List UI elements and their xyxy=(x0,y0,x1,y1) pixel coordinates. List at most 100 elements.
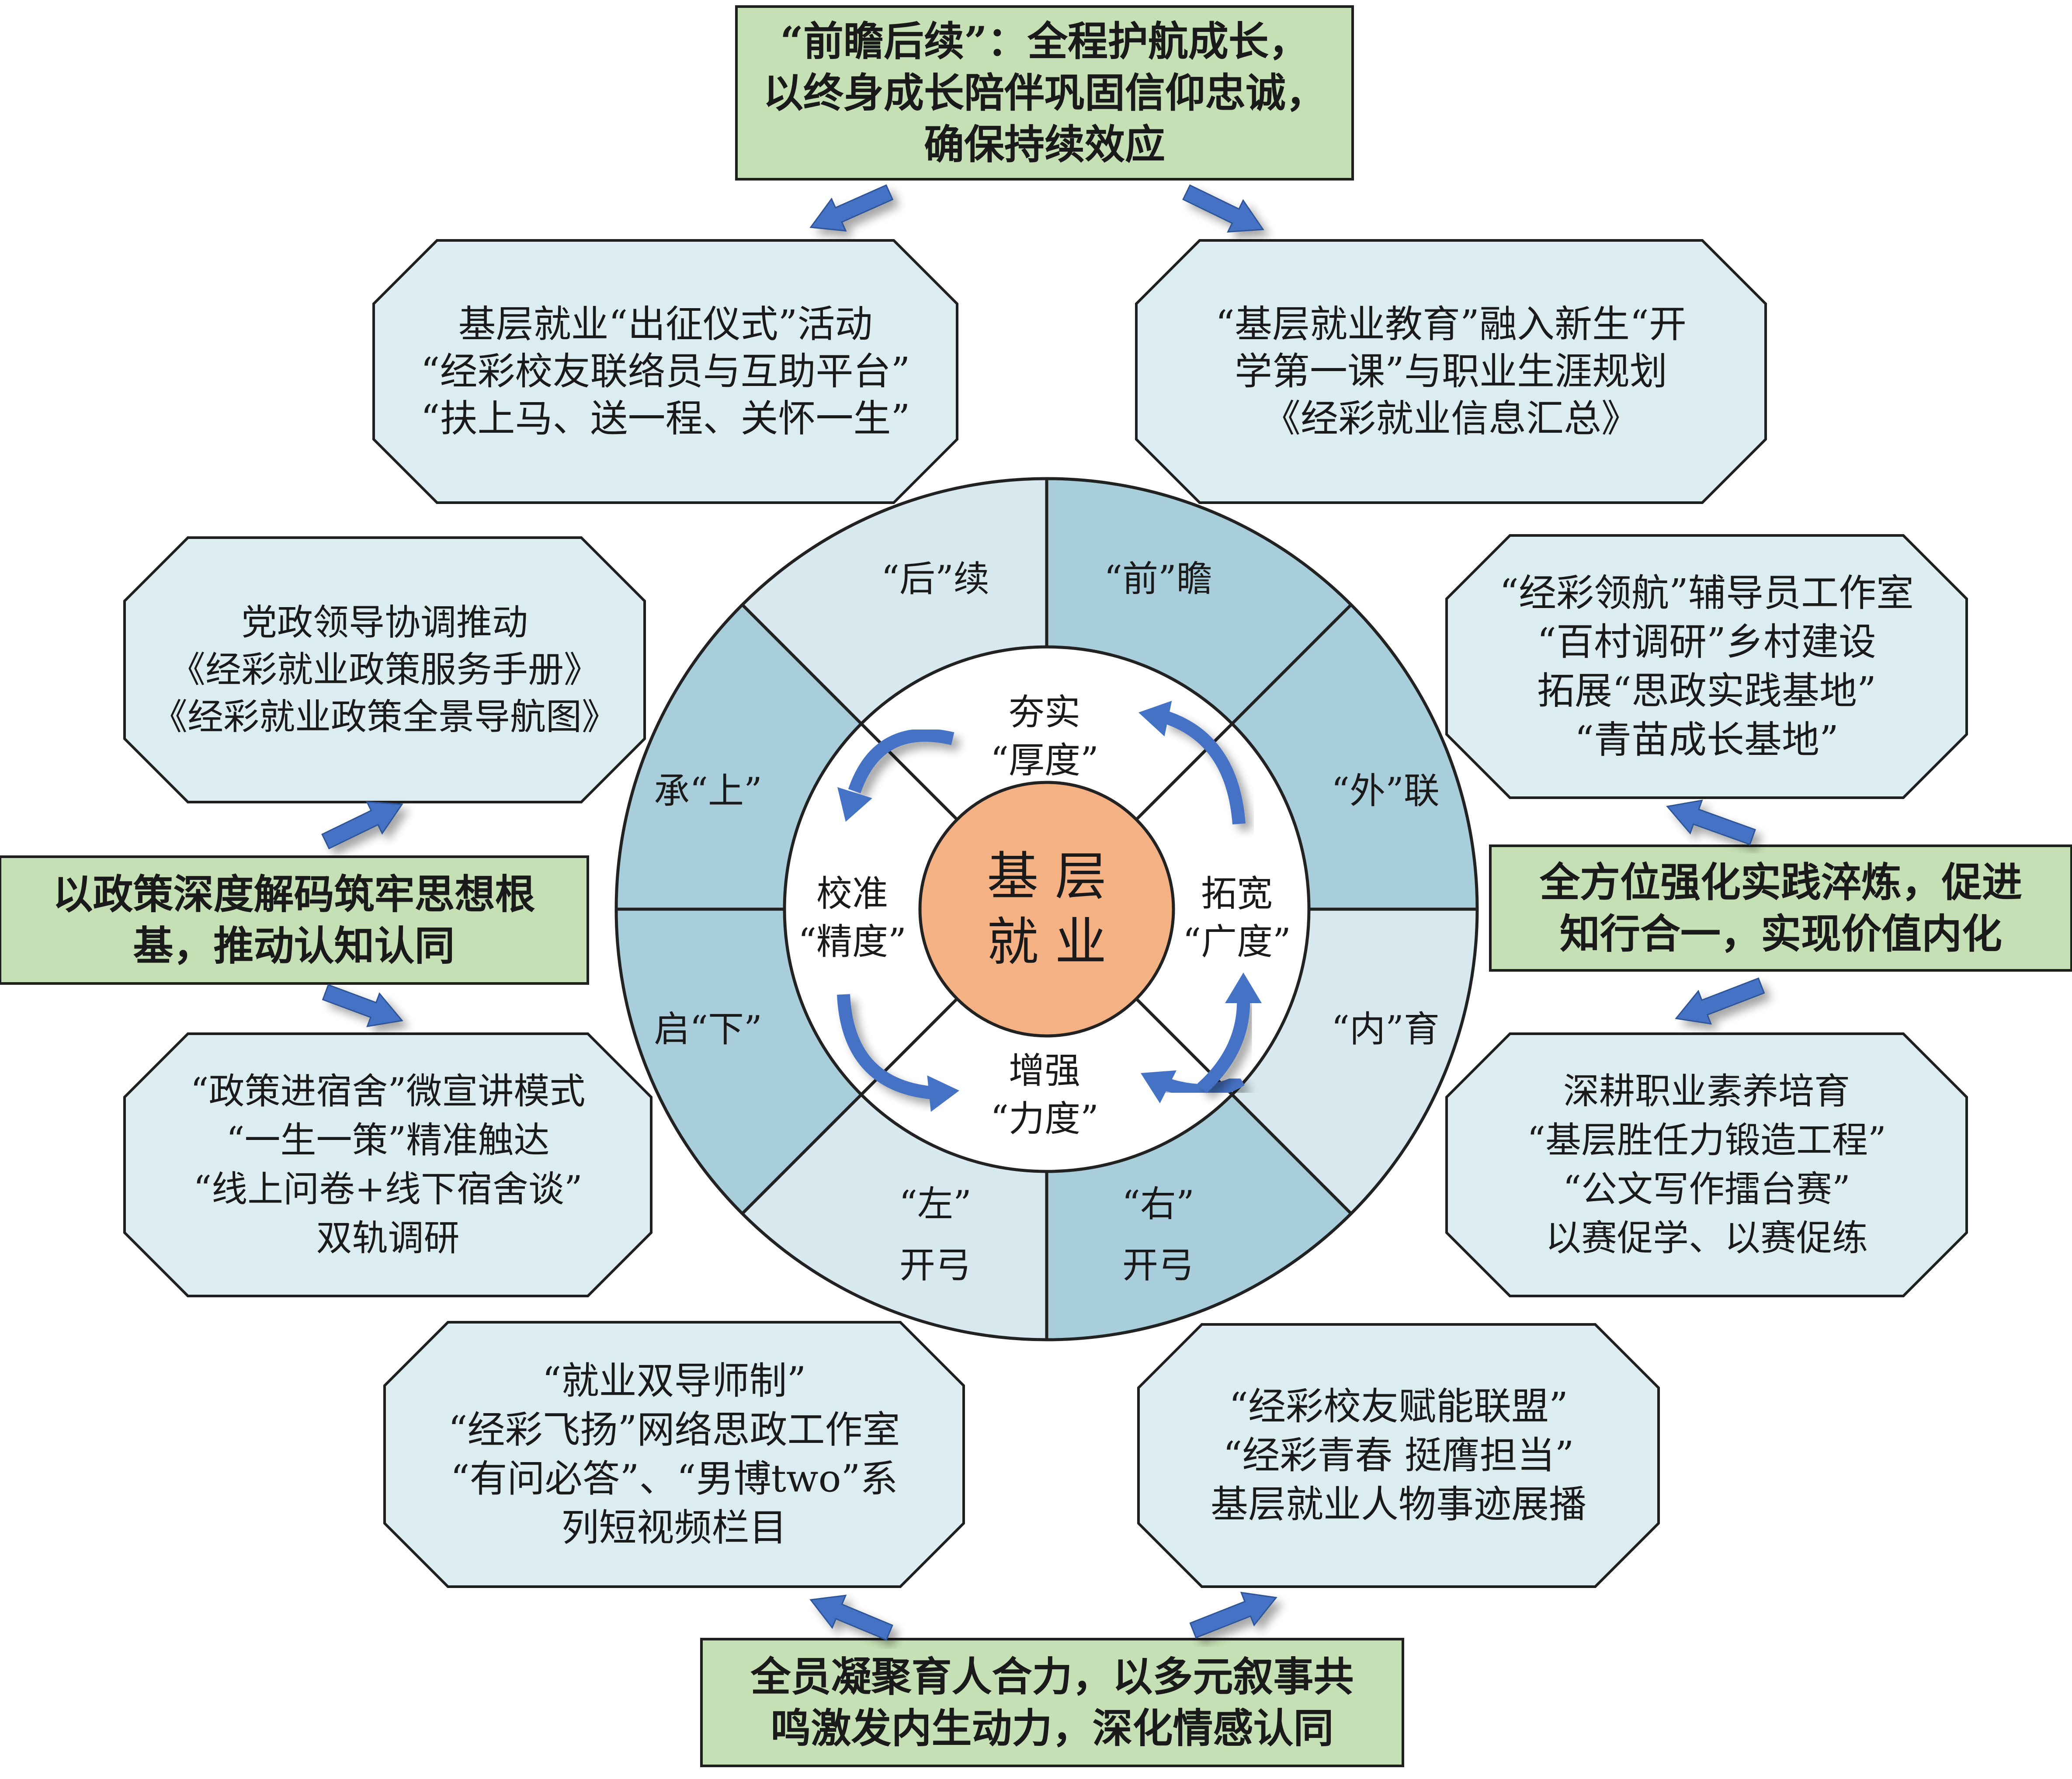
green-box-top-text-line: 以终身成长陪伴巩固信仰忠诚， xyxy=(763,69,1326,117)
octagon-bottom-right-text-line: “经彩青春 挺膺担当” xyxy=(1223,1434,1574,1477)
inner-label-houdu: 夯实“厚度” xyxy=(990,692,1099,782)
octagon-boxes xyxy=(123,239,1968,1588)
octagon-mid-left-down-text-line: “一生一策”精准触达 xyxy=(226,1120,550,1161)
ring-segment-zuo xyxy=(742,1095,1047,1340)
octagon-top-left-text: 基层就业“出征仪式”活动“经彩校友联络员与互助平台”“扶上马、送一程、关怀一生” xyxy=(421,302,910,441)
octagon-top-left-text-line: “经彩校友联络员与互助平台” xyxy=(421,350,910,393)
ring-segment-nei xyxy=(1232,909,1477,1214)
octagon-mid-right-down-text-line: 深耕职业素养培育 xyxy=(1563,1071,1850,1112)
ring-label-nei: “内”育 xyxy=(1331,1009,1440,1050)
octagon-mid-left-up-text-line: 党政领导协调推动 xyxy=(241,602,528,643)
ring-label-wai-line: “外”联 xyxy=(1331,771,1440,812)
inner-divider xyxy=(1135,723,1233,821)
arrow-left-to-mid-left-down xyxy=(322,984,403,1027)
green-box-right-text-line: 全方位强化实践淬炼，促进 xyxy=(1539,859,2022,906)
octagon-mid-right-down-text-line: 以赛促学、以赛促练 xyxy=(1545,1218,1868,1259)
arrow-right-to-mid-right-up xyxy=(1666,799,1756,845)
octagon-bottom-left-text-line: “经彩飞扬”网络思政工作室 xyxy=(448,1408,900,1452)
octagon-mid-left-down-text-line: “线上问卷+线下宿舍谈” xyxy=(193,1169,583,1210)
inner-arrow-bottom-right-low-head xyxy=(1141,1070,1177,1104)
octagon-mid-right-down-text-line: “公文写作擂台赛” xyxy=(1563,1169,1850,1210)
inner-arrow-bottom-right xyxy=(1197,996,1250,1094)
ring-label-nei-line: “内”育 xyxy=(1331,1009,1440,1050)
octagon-bottom-left-text-line: “就业双导师制” xyxy=(542,1359,806,1403)
octagon-mid-left-down xyxy=(123,1032,652,1297)
text-layer: “前瞻后续”：全程护航成长，以终身成长陪伴巩固信仰忠诚，确保持续效应以政策深度解… xyxy=(52,18,2022,1752)
green-box-top-text-line: 确保持续效应 xyxy=(924,121,1165,168)
ring-label-zuo-line: “左” xyxy=(899,1184,972,1225)
octagon-bottom-left-text-line: 列短视频栏目 xyxy=(562,1506,787,1550)
octagon-mid-left-down-text-line: 双轨调研 xyxy=(316,1218,459,1259)
core-label-line: 基 层 xyxy=(987,846,1107,907)
octagon-bottom-right xyxy=(1137,1323,1660,1588)
ring-label-wai: “外”联 xyxy=(1331,771,1440,812)
octagon-bottom-right-text-line: 基层就业人物事迹展播 xyxy=(1211,1483,1586,1526)
octagon-top-right-text-line: 《经彩就业信息汇总》 xyxy=(1263,397,1639,441)
octagon-mid-right-up-text-line: “经彩领航”辅导员工作室 xyxy=(1499,571,1914,615)
ring-label-you-line: “右” xyxy=(1122,1184,1194,1225)
inner-arrow-top-right-head xyxy=(1138,701,1172,737)
ring-label-xia: 启“下” xyxy=(654,1009,762,1050)
octagon-top-left-text-line: 基层就业“出征仪式”活动 xyxy=(458,302,873,346)
octagon-mid-right-down-text-line: “基层胜任力锻造工程” xyxy=(1527,1120,1886,1161)
green-box-left xyxy=(0,855,589,985)
ring-segment-wai xyxy=(1232,605,1477,909)
ring-segment-qian xyxy=(1047,479,1351,724)
inner-arrow-top-left xyxy=(848,729,954,793)
ring-segment-xia xyxy=(616,909,861,1214)
ring-label-zuo: “左” 开弓 xyxy=(899,1184,972,1286)
green-box-bottom-text-line: 鸣激发内生动力，深化情感认同 xyxy=(770,1705,1333,1752)
green-box-bottom xyxy=(700,1638,1404,1767)
octagon-bottom-left xyxy=(383,1321,965,1588)
octagon-top-right-text-line: 学第一课”与职业生涯规划 xyxy=(1235,350,1667,393)
arrow-right-to-mid-right-down xyxy=(1675,977,1765,1025)
arrow-left-to-mid-left-up xyxy=(321,801,403,850)
green-box-right xyxy=(1489,844,2072,972)
ring-label-shang-line: 承“上” xyxy=(654,771,762,812)
ring-label-qian: “前”瞻 xyxy=(1104,559,1212,600)
octagon-mid-right-up-text-line: 拓展“思政实践基地” xyxy=(1537,669,1876,713)
inner-label-guangdu-line: 拓宽 xyxy=(1201,873,1273,915)
ring-label-you: “右”开弓 xyxy=(1122,1184,1194,1286)
core-label: 基 层就 业 xyxy=(987,846,1107,972)
green-box-left-text-line: 以政策深度解码筑牢思想根 xyxy=(52,871,535,918)
central-wheel xyxy=(614,477,1479,1341)
arrow-top-to-top-left xyxy=(809,184,894,232)
ring-divider xyxy=(1231,604,1352,725)
octagon-bottom-left-text: “就业双导师制” “经彩飞扬”网络思政工作室 “有问必答”、“男博two”系列短视频… xyxy=(448,1359,900,1550)
ring-label-hou: “后”续 xyxy=(881,559,989,600)
inner-label-lidu: 增强“力度” xyxy=(990,1050,1099,1140)
octagon-top-right xyxy=(1135,239,1767,504)
octagon-mid-right-up-text-line: “青苗成长基地” xyxy=(1575,718,1839,762)
octagon-bottom-left-text-line: “有问必答”、“男博two”系 xyxy=(451,1457,898,1501)
arrow-top-to-top-right xyxy=(1182,184,1264,233)
inner-label-jingdu-line: 校准 xyxy=(816,873,888,915)
green-box-top-text-line: “前瞻后续”：全程护航成长， xyxy=(780,18,1309,65)
arrow-bottom-to-bottom-left xyxy=(809,1595,893,1641)
octagon-mid-right-up xyxy=(1445,534,1968,799)
octagon-mid-right-down xyxy=(1445,1032,1968,1297)
arrow-bottom-to-bottom-right xyxy=(1189,1591,1277,1639)
octagon-top-left xyxy=(372,239,958,504)
octagon-mid-left-up-text-line: 《经彩就业政策服务手册》 xyxy=(170,649,600,691)
octagon-bottom-right-text: “经彩校友赋能联盟” “经彩青春 挺膺担当” 基层就业人物事迹展播 xyxy=(1211,1385,1586,1526)
ring-label-xia-line: 启“下” xyxy=(654,1009,762,1050)
ring-segment-you xyxy=(1047,1095,1351,1340)
inner-arrow-bottom-left-head xyxy=(927,1075,959,1112)
inner-label-guangdu: 拓宽“广度” xyxy=(1183,873,1291,963)
inner-arrow-bottom-left xyxy=(837,994,932,1099)
inner-divider xyxy=(860,723,958,821)
green-box-left-text-line: 基，推动认知认同 xyxy=(133,922,455,969)
ring-label-zuo-line: 开弓 xyxy=(899,1245,971,1286)
inner-arrow-top-left-head xyxy=(837,787,872,822)
ring-label-qian-line: “前”瞻 xyxy=(1104,559,1212,600)
green-box-top xyxy=(735,5,1354,181)
inner-label-jingdu: 校准“精度” xyxy=(798,873,906,963)
octagon-bottom-right-text-line: “经彩校友赋能联盟” xyxy=(1229,1385,1568,1428)
octagon-top-left-text-line: “扶上马、送一程、关怀一生” xyxy=(421,397,910,441)
